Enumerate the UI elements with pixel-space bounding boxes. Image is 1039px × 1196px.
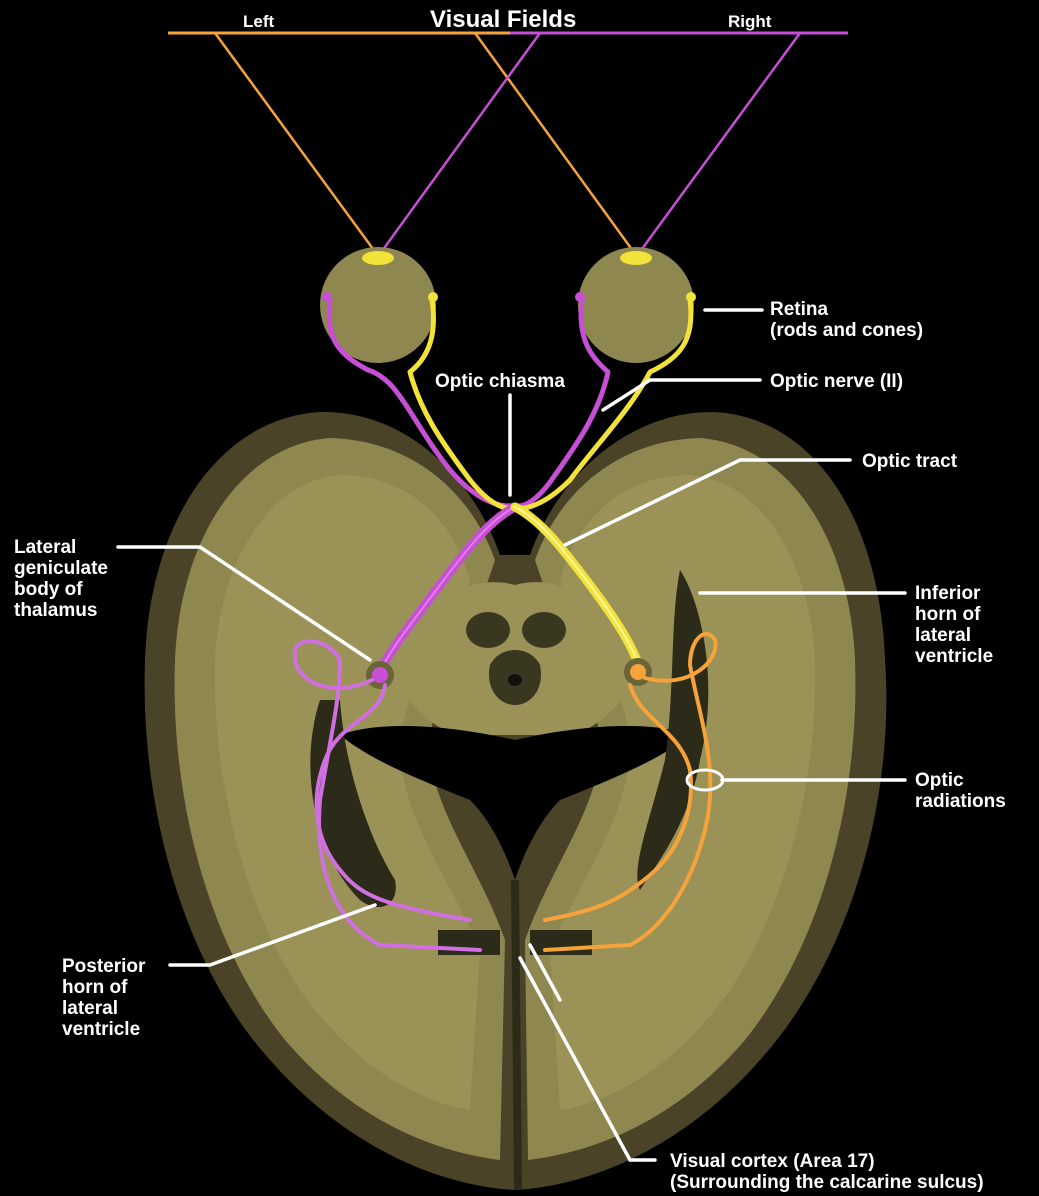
visual-cortex-label-line1: Visual cortex (Area 17) <box>670 1151 875 1172</box>
inferior-horn-label-line3: lateral <box>915 625 971 646</box>
right-eye <box>575 247 696 372</box>
posterior-horn-label-line3: lateral <box>62 998 118 1019</box>
visual-field-lines <box>168 33 848 320</box>
retina-label-line1: Retina <box>770 299 829 320</box>
left-eye <box>320 247 438 372</box>
posterior-horn-label-line4: ventricle <box>62 1019 140 1040</box>
inferior-horn-label-line1: Inferior <box>915 583 981 604</box>
lgb-label-line1: Lateral <box>14 537 76 558</box>
visual-field-left-label: Left <box>243 12 275 31</box>
lgb-label-line3: body of <box>14 579 83 600</box>
inferior-horn-label-line2: horn of <box>915 604 981 625</box>
lgb-label-line4: thalamus <box>14 600 97 621</box>
retina-label-line2: (rods and cones) <box>770 320 923 341</box>
optic-radiations-label-line1: Optic <box>915 770 964 791</box>
visual-cortex-label-line2: (Surrounding the calcarine sulcus) <box>670 1172 984 1193</box>
optic-chiasma-label: Optic chiasma <box>435 371 565 392</box>
lgb-label-line2: geniculate <box>14 558 108 579</box>
optic-radiations-label-line2: radiations <box>915 791 1006 812</box>
optic-tract-label: Optic tract <box>862 451 958 472</box>
posterior-horn-label-line2: horn of <box>62 977 128 998</box>
optic-nerve-label: Optic nerve (II) <box>770 371 903 392</box>
diagram-title: Visual Fields <box>430 6 576 33</box>
brain-section <box>145 412 887 1190</box>
inferior-horn-label-line4: ventricle <box>915 646 993 667</box>
posterior-horn-label-line1: Posterior <box>62 956 146 977</box>
visual-field-right-label: Right <box>728 12 772 31</box>
